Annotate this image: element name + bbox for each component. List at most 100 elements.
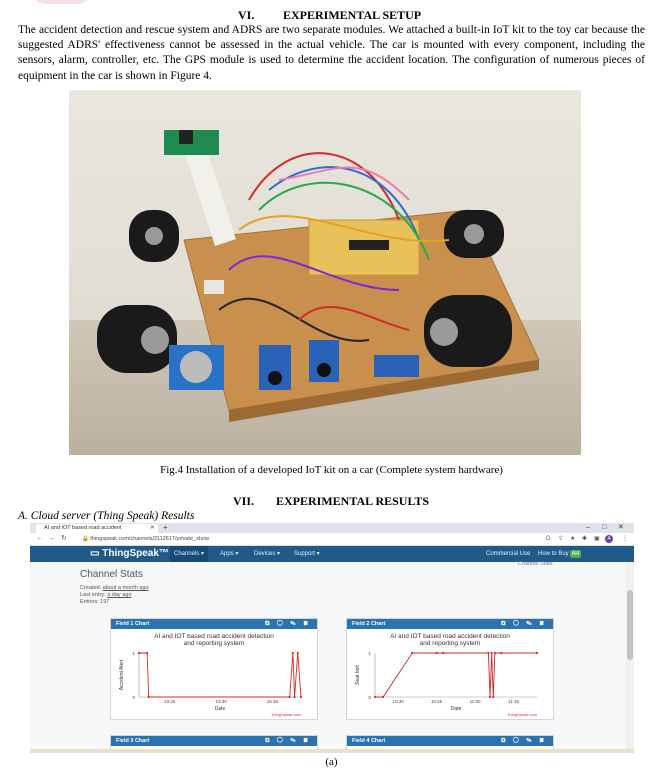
tab-title: AI and IOT based road accident bbox=[44, 525, 122, 531]
share-icon[interactable]: ⇪ bbox=[558, 536, 564, 542]
y-tick-label: 0 bbox=[368, 695, 371, 700]
created-stat: Created: about a month ago bbox=[80, 585, 149, 591]
back-arrow-icon[interactable]: ← bbox=[36, 535, 43, 542]
more-menu-icon[interactable]: ⋮ bbox=[622, 536, 628, 542]
data-point bbox=[137, 651, 141, 655]
field-1-chart-panel: Field 1 Chart ⧉ ◯ ✎ ✖ AI and IOT based r… bbox=[110, 618, 318, 720]
menu-how-to-buy[interactable]: How to Buy bbox=[538, 551, 569, 557]
thingspeak-logo[interactable]: ▭ ThingSpeak™ bbox=[90, 548, 169, 559]
google-icon[interactable]: G bbox=[546, 536, 551, 542]
data-point bbox=[492, 695, 495, 699]
last-entry-stat: Last entry: a day ago bbox=[80, 592, 132, 598]
maximize-icon[interactable]: □ bbox=[602, 524, 607, 531]
menu-support[interactable]: Support ▾ bbox=[294, 551, 320, 557]
browser-tab[interactable]: AI and IOT based road accident ✕ bbox=[36, 524, 158, 533]
section-6-number: VI. bbox=[238, 8, 255, 22]
panel-controls-icons[interactable]: ⧉ ◯ ✎ ✖ bbox=[265, 621, 311, 627]
figure-4-photo bbox=[69, 90, 581, 455]
page-scrollbar[interactable] bbox=[626, 562, 634, 753]
x-axis-label: Date bbox=[451, 706, 462, 712]
data-point bbox=[490, 651, 493, 655]
chart-title: AI and IOT based road accident detection… bbox=[154, 633, 274, 647]
url-text: thingspeak.com/channels/2112617/private_… bbox=[90, 536, 209, 542]
data-point bbox=[146, 651, 149, 655]
series-line bbox=[375, 652, 537, 698]
data-point bbox=[411, 651, 414, 655]
data-point bbox=[293, 695, 296, 699]
panel-header: Field 3 Chart ⧉ ◯ ✎ ✖ bbox=[111, 736, 317, 746]
x-tick-label: 10:45 bbox=[431, 699, 443, 704]
y-axis-label: Accident Alert bbox=[119, 659, 125, 690]
entries-stat: Entries: 197 bbox=[80, 599, 110, 605]
panel-header: Field 1 Chart ⧉ ◯ ✎ ✖ bbox=[111, 619, 317, 629]
data-point bbox=[147, 695, 150, 699]
window-close-icon[interactable]: ✕ bbox=[618, 524, 624, 531]
browser-tab-bar: AI and IOT based road accident ✕ + – □ ✕ bbox=[30, 523, 634, 533]
star-icon[interactable]: ★ bbox=[570, 536, 576, 542]
x-tick-label: 11:00 bbox=[470, 699, 481, 704]
data-point bbox=[500, 651, 503, 655]
reload-icon[interactable]: ↻ bbox=[61, 535, 67, 542]
x-axis-label: Date bbox=[215, 706, 226, 712]
url-field[interactable]: 🔒 thingspeak.com/channels/2112617/privat… bbox=[82, 535, 209, 543]
chart-credit: ThingSpeak.com bbox=[507, 712, 538, 717]
close-icon[interactable]: ✕ bbox=[149, 525, 155, 531]
section-6-title: EXPERIMENTAL SETUP bbox=[283, 8, 422, 22]
panel-header: Field 2 Chart ⧉ ◯ ✎ ✖ bbox=[347, 619, 553, 629]
field-4-chart-panel: Field 4 Chart ⧉ ◯ ✎ ✖ bbox=[346, 735, 554, 751]
data-point bbox=[382, 695, 385, 699]
data-point bbox=[441, 651, 445, 655]
data-point bbox=[288, 695, 291, 699]
menu-devices[interactable]: Devices ▾ bbox=[254, 551, 281, 557]
data-point bbox=[435, 651, 438, 655]
thingspeak-screenshot: AI and IOT based road accident ✕ + – □ ✕… bbox=[30, 523, 634, 753]
header-decoration bbox=[31, 0, 91, 4]
cutoff-heading: Channel Stats bbox=[518, 561, 553, 567]
field-2-chart-panel: Field 2 Chart ⧉ ◯ ✎ ✖ AI and IOT based r… bbox=[346, 618, 554, 720]
figure-4-caption: Fig.4 Installation of a developed IoT ki… bbox=[160, 464, 503, 476]
user-badge[interactable]: AM bbox=[570, 550, 581, 558]
thingspeak-navbar: ▭ ThingSpeak™ Channels ▾ Apps ▾ Devices … bbox=[30, 546, 634, 562]
y-tick-label: 1 bbox=[368, 651, 371, 656]
data-point bbox=[296, 651, 299, 655]
x-tick-label: 10:35 bbox=[267, 699, 279, 704]
minimize-icon[interactable]: – bbox=[586, 524, 590, 531]
section-7-number: VII. bbox=[233, 494, 255, 508]
x-tick-label: 11:15 bbox=[508, 699, 519, 704]
extension-icon[interactable]: ✱ bbox=[582, 536, 588, 542]
x-tick-label: 10:30 bbox=[392, 699, 404, 704]
menu-commercial-use[interactable]: Commercial Use bbox=[486, 551, 531, 557]
sidepanel-icon[interactable]: ▣ bbox=[594, 536, 600, 542]
sub-figure-caption: (a) bbox=[325, 756, 338, 768]
profile-avatar[interactable]: A bbox=[605, 535, 613, 543]
x-tick-label: 10:30 bbox=[215, 699, 227, 704]
section-7-title: EXPERIMENTAL RESULTS bbox=[276, 494, 430, 508]
menu-channels[interactable]: Channels ▾ bbox=[170, 546, 209, 562]
chart-credit: ThingSpeak.com bbox=[271, 712, 302, 717]
x-tick-label: 10:25 bbox=[164, 699, 176, 704]
chart-title: AI and IOT based road accident detection… bbox=[390, 633, 510, 647]
y-tick-label: 1 bbox=[132, 651, 135, 656]
data-point bbox=[488, 695, 492, 699]
panel-controls-icons[interactable]: ⧉ ◯ ✎ ✖ bbox=[501, 738, 547, 744]
panel-controls-icons[interactable]: ⧉ ◯ ✎ ✖ bbox=[501, 621, 547, 627]
y-tick-label: 0 bbox=[132, 695, 135, 700]
panel-header: Field 4 Chart ⧉ ◯ ✎ ✖ bbox=[347, 736, 553, 746]
new-tab-icon[interactable]: + bbox=[163, 523, 168, 532]
scrollbar-thumb[interactable] bbox=[627, 590, 633, 660]
body-paragraph: The accident detection and rescue system… bbox=[18, 24, 645, 82]
bottom-strip bbox=[30, 749, 634, 753]
menu-apps[interactable]: Apps ▾ bbox=[220, 551, 239, 557]
data-point bbox=[299, 695, 303, 699]
forward-arrow-icon[interactable]: → bbox=[48, 535, 55, 542]
panel-controls-icons[interactable]: ⧉ ◯ ✎ ✖ bbox=[265, 738, 311, 744]
iot-car-illustration bbox=[69, 90, 581, 455]
data-point bbox=[373, 695, 377, 699]
data-point bbox=[291, 651, 294, 655]
lock-icon: 🔒 bbox=[82, 536, 89, 542]
subsection-a-heading: A. Cloud server (Thing Speak) Results bbox=[18, 510, 195, 522]
data-point bbox=[493, 651, 496, 655]
data-point bbox=[487, 651, 490, 655]
